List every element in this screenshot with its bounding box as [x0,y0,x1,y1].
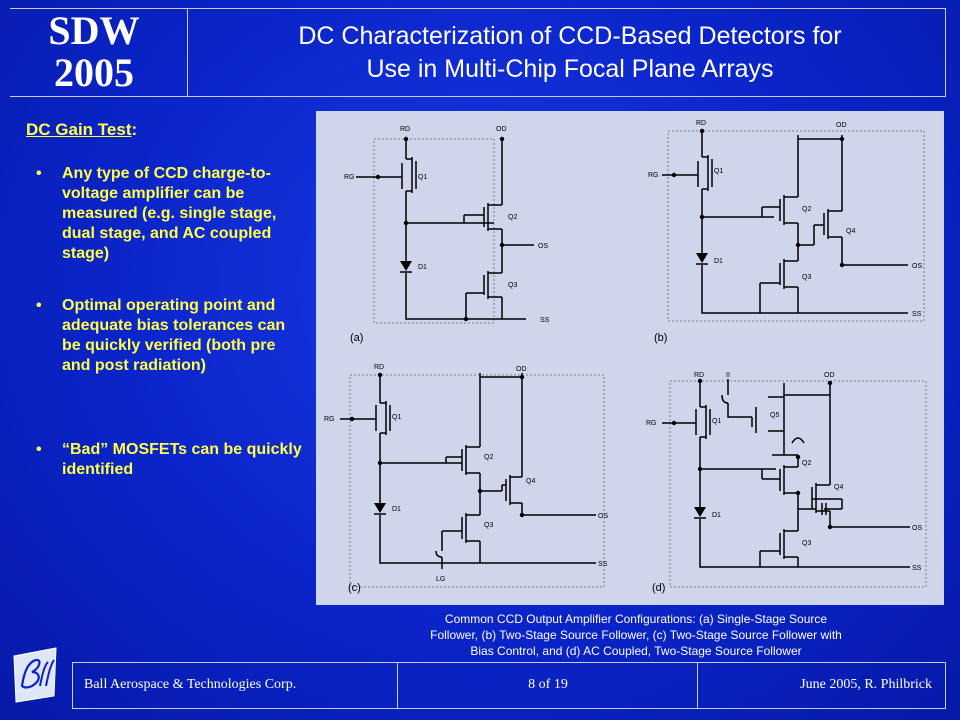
label-od-c: OD [516,366,527,373]
footer-date-author: June 2005, R. Philbrick [800,677,932,692]
footer-company: Ball Aerospace & Technologies Corp. [84,677,297,692]
caption-line-2: Follower, (b) Two-Stage Source Follower,… [430,628,842,642]
panel-label-c: (c) [348,582,361,594]
logo-line-1: SDW [48,8,140,53]
label-q2-b: Q2 [802,206,811,213]
label-os-b: OS [912,263,922,270]
label-d1-c: D1 [392,506,401,513]
header-divider [187,8,188,97]
label-q1-a: Q1 [418,174,427,181]
caption-line-3: Bias Control, and (d) AC Coupled, Two-St… [470,644,802,658]
schematic-diagram: RD OD RG Q1 Q2 Q3 D1 OS SS (a) RD OD RG … [324,120,927,594]
label-q1-d: Q1 [712,418,721,425]
bullet-text: “Bad” MOSFETs can be quickly identified [62,441,302,478]
label-q3-a: Q3 [508,282,517,289]
footer-divider-2 [697,662,698,709]
label-lg-c: LG [436,576,445,583]
label-rd-c: RD [374,364,384,371]
label-os-d: OS [912,525,922,532]
ball-logo-icon [13,647,57,703]
label-ss-b: SS [912,311,922,318]
label-os-c: OS [598,513,608,520]
footer-bottom-rule [72,708,946,709]
figure-caption: Common CCD Output Amplifier Configuratio… [376,611,896,659]
label-q4-b: Q4 [846,228,855,235]
bullet-dot-icon: • [36,441,42,458]
label-il-d: II [726,372,730,379]
section-heading-colon: : [131,120,138,139]
label-d1-a: D1 [418,264,427,271]
label-os-a: OS [538,243,548,250]
caption-line-1: Common CCD Output Amplifier Configuratio… [444,612,828,626]
bullet-item-3: • “Bad” MOSFETs can be quickly identifie… [36,440,306,480]
bullet-item-1: • Any type of CCD charge-to-voltage ampl… [36,164,306,264]
label-rg-c: RG [324,416,335,423]
label-rd-a: RD [400,126,410,133]
logo-line-2: 2005 [54,50,134,95]
title-line-2: Use in Multi-Chip Focal Plane Arrays [366,55,774,83]
label-rd-b: RD [696,120,706,127]
panel-label-a: (a) [350,332,363,344]
bullet-dot-icon: • [36,297,42,314]
label-rg-d: RG [646,420,657,427]
label-ss-a: SS [540,317,550,324]
bullet-text: Any type of CCD charge-to-voltage amplif… [62,165,277,262]
label-q2-d: Q2 [802,460,811,467]
page-title: DC Characterization of CCD-Based Detecto… [200,20,940,86]
label-od-d: OD [824,372,835,379]
title-line-1: DC Characterization of CCD-Based Detecto… [298,22,842,50]
panel-label-d: (d) [652,582,665,594]
label-q2-a: Q2 [508,214,517,221]
label-d1-d: D1 [712,512,721,519]
footer-left-rule [72,662,73,709]
label-q3-d: Q3 [802,540,811,547]
label-q2-c: Q2 [484,454,493,461]
label-rg-b: RG [648,172,659,179]
footer-top-rule [72,662,946,663]
footer-page-number: 8 of 19 [528,677,568,692]
header-right-rule [945,8,946,97]
bullet-item-2: • Optimal operating point and adequate b… [36,296,306,376]
section-heading: DC Gain Test: [26,120,137,140]
header-top-rule [10,8,946,9]
label-ss-d: SS [912,565,922,572]
label-q4-d: Q4 [834,484,843,491]
conference-logo: SDW 2005 [10,10,178,94]
label-d1-b: D1 [714,258,723,265]
label-q3-b: Q3 [802,274,811,281]
section-heading-text: DC Gain Test [26,120,132,139]
bullet-text: Optimal operating point and adequate bia… [62,297,286,374]
label-q4-c: Q4 [526,478,535,485]
label-q5-d: Q5 [770,412,779,419]
label-ss-c: SS [598,561,608,568]
label-rd-d: RD [694,372,704,379]
label-od-b: OD [836,122,847,129]
panel-label-b: (b) [654,332,667,344]
header-bottom-rule [10,96,946,97]
amplifier-schematics-figure: RD OD RG Q1 Q2 Q3 D1 OS SS (a) RD OD RG … [316,111,944,605]
footer-right-rule [945,662,946,709]
footer-divider-1 [397,662,398,709]
label-rg-a: RG [344,174,355,181]
label-q1-c: Q1 [392,414,401,421]
label-q1-b: Q1 [714,168,723,175]
label-od-a: OD [496,126,507,133]
bullet-dot-icon: • [36,165,42,182]
label-q3-c: Q3 [484,522,493,529]
